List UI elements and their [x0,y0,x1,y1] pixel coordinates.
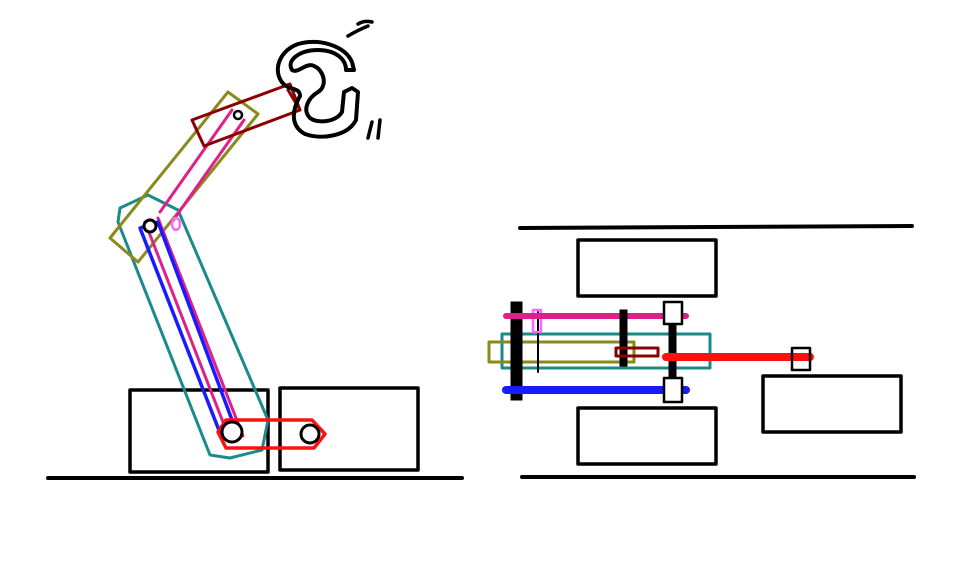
top-teal-link [500,332,712,370]
top-view-upper-line [518,224,914,230]
gripper-claw-icon [276,40,360,139]
side-view [46,19,464,480]
base-pivot-joint [220,420,244,444]
top-box-lower [576,406,718,466]
top-dark-red-clamp [614,346,660,358]
elbow-joint [142,218,158,234]
red-crank [216,418,327,450]
top-bearing-upper [662,300,684,326]
top-olive-link [487,340,636,364]
top-light-magenta-pin [531,308,543,334]
olive-upper-link [108,90,260,264]
teal-lower-link [116,193,270,460]
light-magenta-pin [170,216,182,232]
top-bearing-lower [662,376,684,404]
top-box-upper [576,238,718,298]
top-right-axle [668,317,677,387]
side-base-box-right [278,386,420,472]
wrist-shaft [286,88,302,112]
crank-end-joint [299,423,321,445]
motion-lines [346,19,382,140]
side-base-box-left [128,388,270,474]
top-crank-end-bearing [790,346,812,372]
top-view [487,224,916,479]
magenta-rod-lower [143,216,245,442]
top-mid-axle [619,309,628,367]
top-box-right [761,374,903,434]
top-main-shaft [510,301,523,401]
wrist-joint [232,109,244,121]
